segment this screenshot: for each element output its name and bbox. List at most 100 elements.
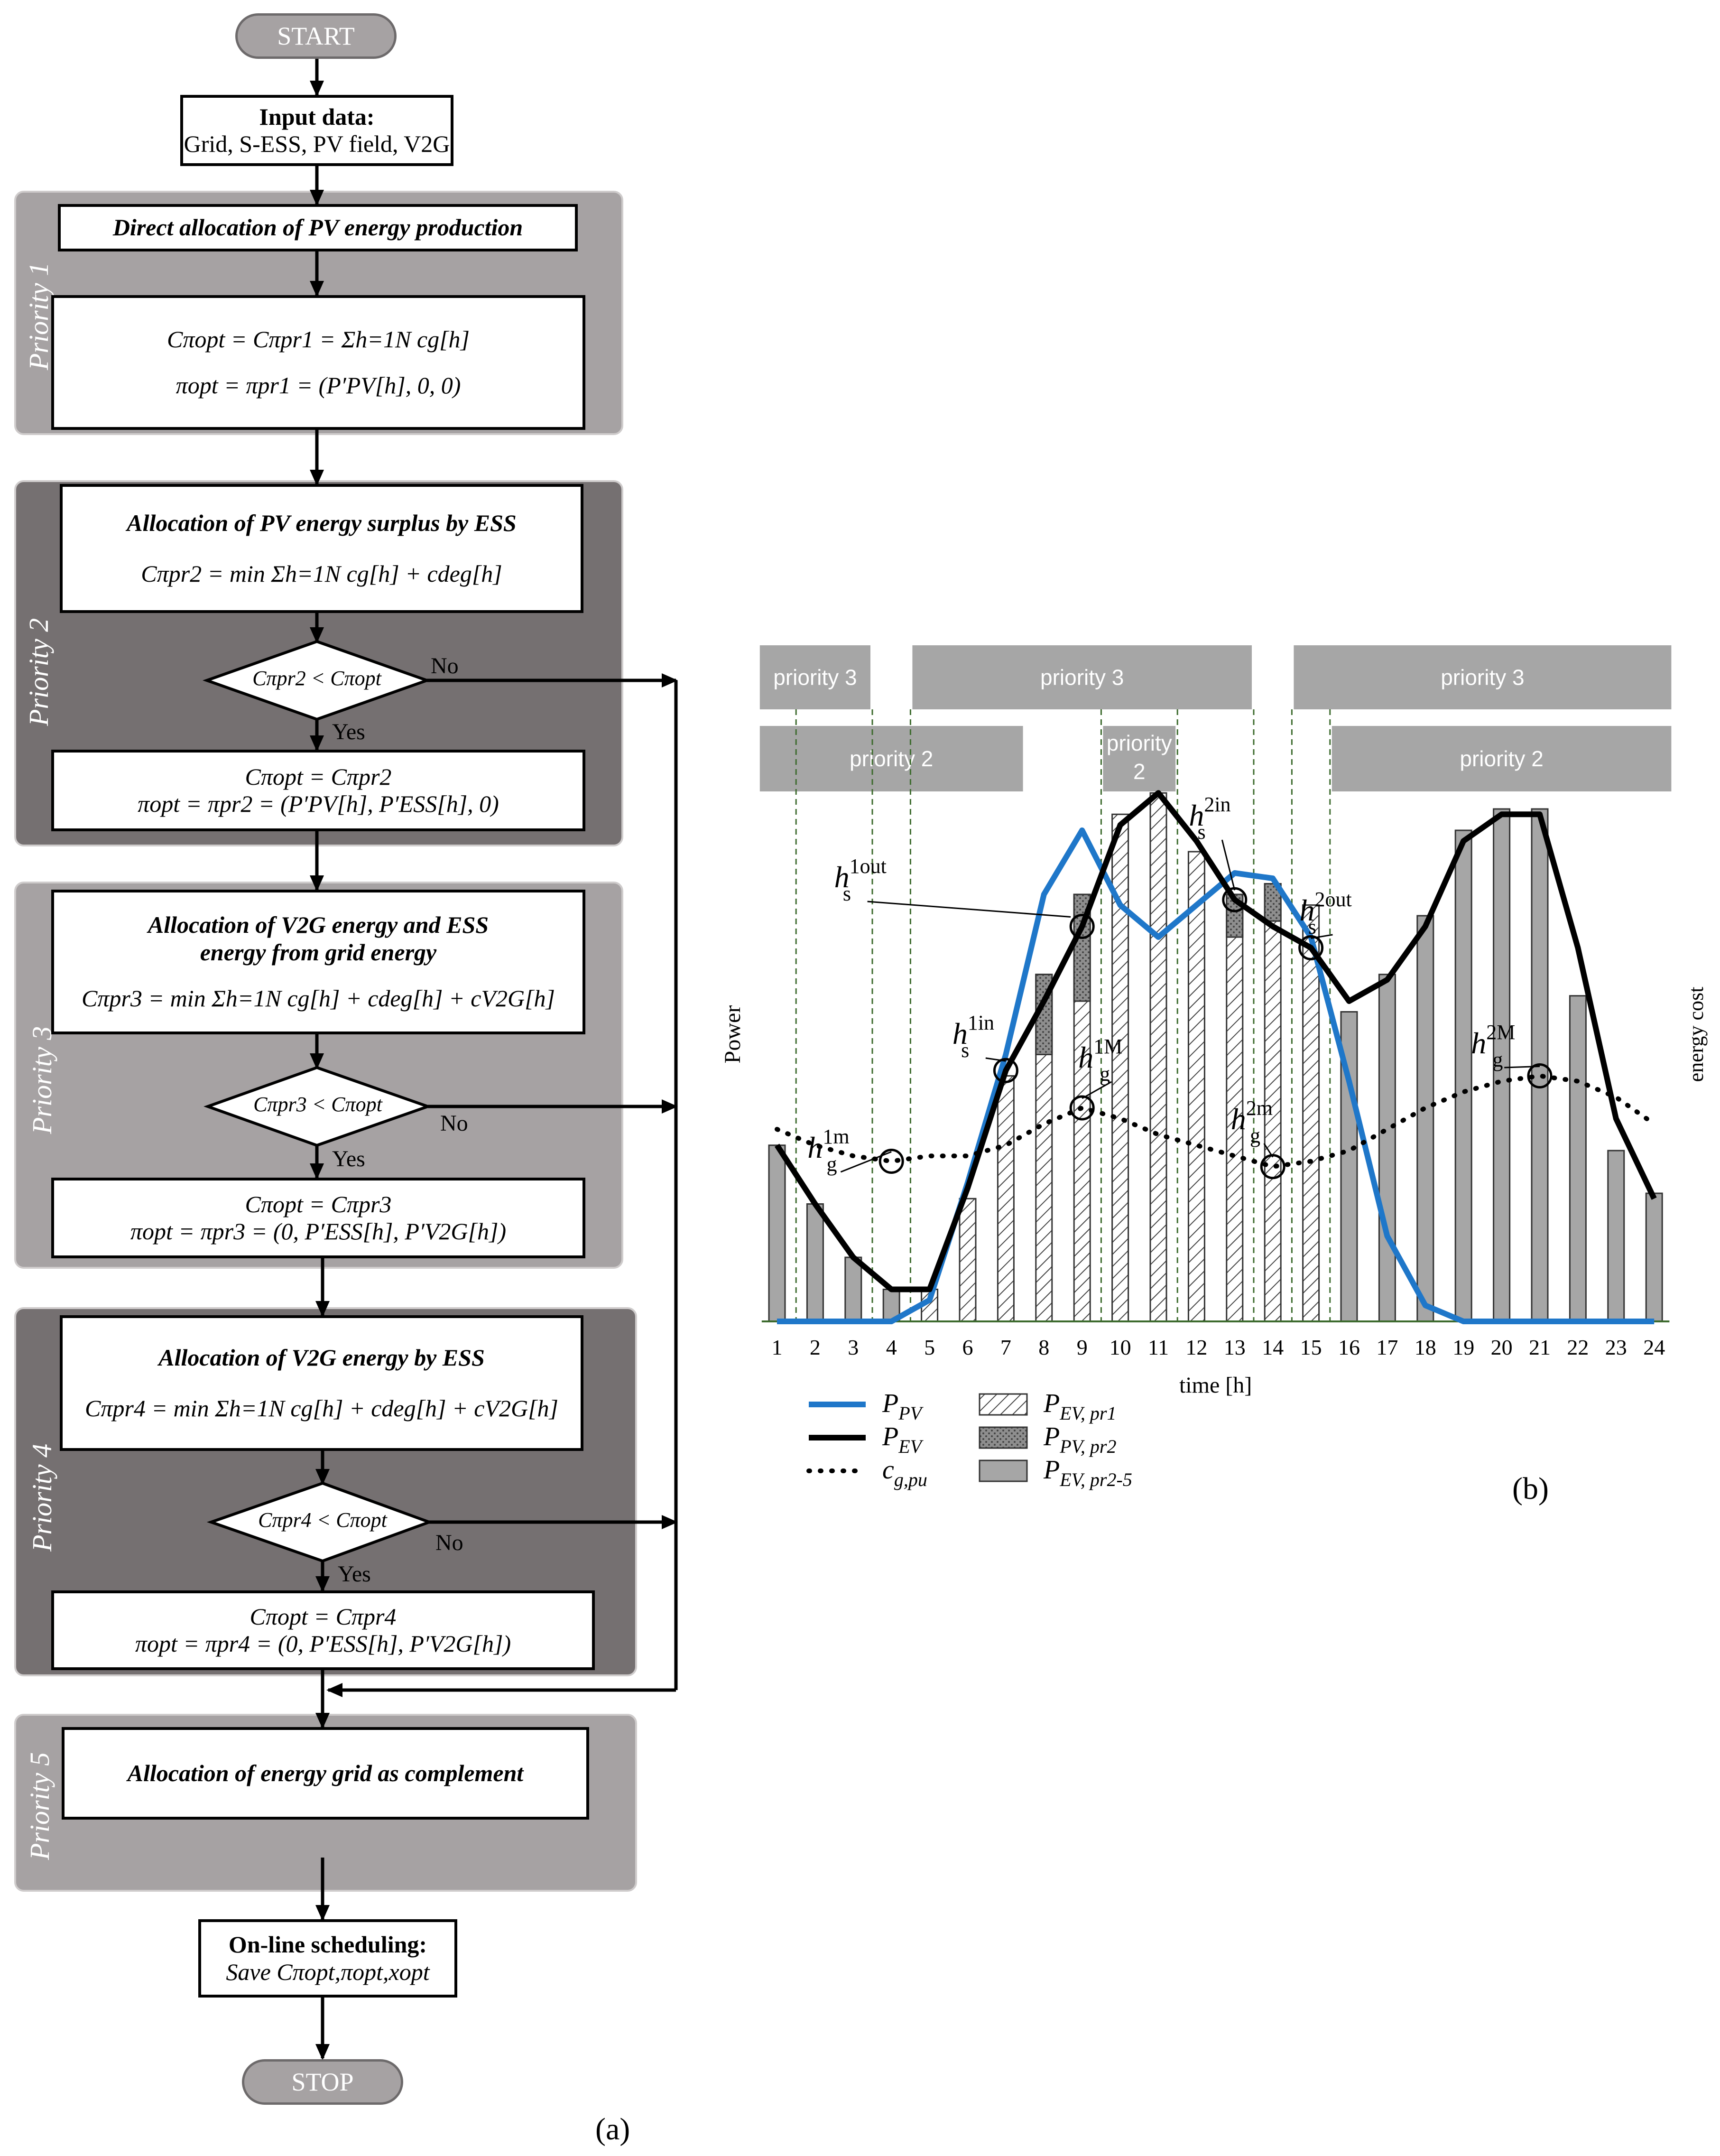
decision-priority-3 — [203, 1066, 433, 1147]
x-tick-label-3: 3 — [848, 1335, 859, 1359]
x-tick-label-10: 10 — [1110, 1335, 1131, 1359]
priority-band-3 — [759, 726, 1023, 791]
marker-h-s-2out — [1298, 935, 1324, 960]
marker-h-g-2m — [1260, 1154, 1285, 1180]
priority-1-equation-box: Cπopt = Cπpr1 = Σh=1N cg[h] πopt = πpr1 … — [51, 295, 585, 430]
priority-3-result-box: Cπopt = Cπpr3 πopt = πpr3 = (0, P′ESS[h]… — [51, 1178, 585, 1258]
x-tick-label-24: 24 — [1643, 1335, 1665, 1359]
online-scheduling-text: Save Cπopt,πopt,xopt — [226, 1958, 430, 1985]
priority-2-eq2: Cπopt = Cπpr2 — [245, 763, 392, 790]
online-scheduling-title: On-line scheduling: — [228, 1931, 427, 1958]
priority-2-eq3: πopt = πpr2 = (P′PV[h], P′ESS[h], 0) — [138, 790, 499, 817]
x-tick-label-23: 23 — [1605, 1335, 1627, 1359]
x-tick-label-22: 22 — [1567, 1335, 1589, 1359]
priority-2-eq1: Cπpr2 = min Σh=1N cg[h] + cdeg[h] — [141, 560, 502, 587]
no-label-4: No — [435, 1530, 463, 1555]
legend-ev-pr1-swatch — [979, 1393, 1028, 1416]
x-tick-label-18: 18 — [1415, 1335, 1436, 1359]
bar-ev-pr1-6 — [959, 1198, 977, 1322]
priority-1-eq1: Cπopt = Cπpr1 = Σh=1N cg[h] — [166, 325, 470, 353]
bar-ev-pr25-2 — [806, 1203, 824, 1322]
bar-ev-pr25-22 — [1569, 995, 1587, 1322]
x-axis-label: time [h] — [1179, 1373, 1252, 1398]
priority-5-title: Allocation of energy grid as complement — [127, 1759, 524, 1786]
priority-1-eq2: πopt = πpr1 = (P′PV[h], 0, 0) — [176, 372, 461, 399]
x-tick-label-9: 9 — [1077, 1335, 1088, 1359]
priority-3-condition: Cπpr3 < Cπopt — [253, 1093, 382, 1116]
annotation-leader-7 — [1504, 1066, 1540, 1069]
y-axis-right-label: energy cost — [1684, 987, 1708, 1082]
priority-band-label-1: priority 3 — [1040, 665, 1124, 690]
annotation-leader-6 — [840, 1151, 892, 1173]
annotation-leader-1 — [1221, 839, 1236, 891]
yes-label-4: Yes — [338, 1561, 371, 1587]
priority-band-label-2: priority 3 — [1441, 665, 1524, 690]
priority-2-title-box: Allocation of PV energy surplus by ESS C… — [60, 484, 583, 613]
input-data-box: Input data: Grid, S-ESS, PV field, V2G — [180, 95, 453, 166]
x-tick-label-4: 4 — [886, 1335, 897, 1359]
bar-ev-pr1-7 — [997, 1075, 1015, 1322]
x-tick-label-8: 8 — [1038, 1335, 1049, 1359]
annotation-leader-3 — [985, 1057, 1006, 1062]
input-data-text: Grid, S-ESS, PV field, V2G — [184, 130, 450, 157]
priority-4-result-box: Cπopt = Cπpr4 πopt = πpr4 = (0, P′ESS[h]… — [51, 1590, 595, 1670]
start-terminal: START — [235, 13, 397, 59]
priority-band-label-4: priority — [1107, 731, 1172, 755]
bar-ev-pr25-23 — [1607, 1150, 1625, 1322]
priority-1-title: Direct allocation of PV energy productio… — [112, 214, 523, 241]
x-tick-label-19: 19 — [1452, 1335, 1474, 1359]
priority-4-eq1: Cπpr4 = min Σh=1N cg[h] + cdeg[h] + cV2G… — [84, 1395, 559, 1422]
energy-chart: priority 3 priority 3 priority 3 priority 2… — [720, 645, 1708, 1490]
bar-ev-pr25-1 — [768, 1144, 786, 1322]
priority-1-title-box: Direct allocation of PV energy productio… — [58, 204, 578, 251]
priority-4-eq3: πopt = πpr4 = (0, P′ESS[h], P′V2G[h]) — [135, 1630, 511, 1657]
x-tick-label-16: 16 — [1338, 1335, 1360, 1359]
priority-band-4 — [1103, 726, 1176, 791]
legend-pv-pr2-label: PPV, pr2 — [1043, 1422, 1117, 1457]
priority-band-2 — [1294, 645, 1672, 709]
no-label-3: No — [440, 1111, 468, 1136]
no-label-2: No — [431, 653, 459, 678]
y-axis-label: Power — [720, 1005, 745, 1064]
line-p-pv — [777, 827, 1655, 1324]
priority-3-eq1: Cπpr3 = min Σh=1N cg[h] + cdeg[h] + cV2G… — [81, 985, 555, 1012]
bar-ev-pr25-24 — [1645, 1192, 1663, 1322]
priority-5-box: Allocation of energy grid as complement — [62, 1727, 589, 1820]
legend-p-pv-label: PPV — [882, 1389, 924, 1424]
online-scheduling-box: On-line scheduling: Save Cπopt,πopt,xopt — [198, 1919, 457, 1998]
decision-priority-4 — [206, 1481, 434, 1563]
priority-band-label-3: priority 2 — [850, 746, 933, 771]
legend-pv-pr2-swatch — [979, 1426, 1028, 1449]
x-tick-label-17: 17 — [1376, 1335, 1398, 1359]
annotation-leader-0 — [867, 901, 1071, 918]
x-tick-label-12: 12 — [1185, 1335, 1207, 1359]
bar-ev-pr25-20 — [1493, 808, 1511, 1322]
yes-label-3: Yes — [332, 1146, 365, 1171]
annotation-leader-4 — [1082, 1081, 1112, 1099]
priority-3-title-box: Allocation of V2G energy and ESS energy … — [51, 890, 585, 1034]
legend-ev-pr25-swatch — [979, 1459, 1028, 1482]
x-tick-label-11: 11 — [1148, 1335, 1169, 1359]
stop-terminal: STOP — [242, 2059, 403, 2105]
priority-4-title: Allocation of V2G energy by ESS — [158, 1344, 485, 1371]
priority-band-1 — [912, 645, 1252, 709]
line-c-g-pu — [775, 1073, 1657, 1169]
priority-3-eq2: Cπopt = Cπpr3 — [245, 1190, 392, 1217]
priority-2-title: Allocation of PV energy surplus by ESS — [127, 509, 517, 536]
bar-ev-pr25-18 — [1416, 915, 1434, 1322]
line-p-ev — [774, 790, 1657, 1292]
priority-band-0 — [759, 645, 870, 709]
bar-ev-pr1-12 — [1187, 851, 1205, 1322]
priority-2-condition: Cπpr2 < Cπopt — [252, 667, 381, 690]
x-tick-label-7: 7 — [1000, 1335, 1011, 1359]
bar-ev-pr1-13 — [1226, 893, 1244, 1322]
priority-band-label-0: priority 3 — [773, 665, 857, 690]
decision-priority-2 — [202, 640, 432, 721]
annotation-leader-2 — [1311, 934, 1333, 939]
x-tick-label-1: 1 — [772, 1335, 783, 1359]
marker-h-g-1M — [1069, 1095, 1095, 1121]
x-tick-label-6: 6 — [962, 1335, 973, 1359]
x-tick-label-13: 13 — [1224, 1335, 1246, 1359]
